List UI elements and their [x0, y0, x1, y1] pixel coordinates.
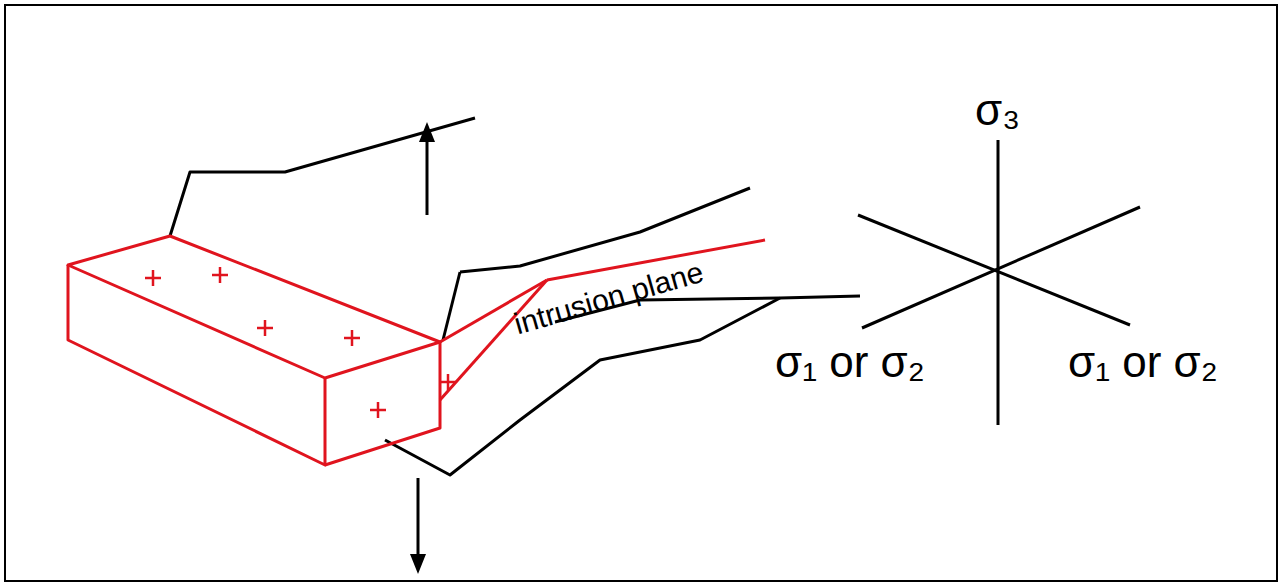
frame — [5, 5, 1277, 581]
stress-axis-label: σ₃ — [975, 88, 1020, 132]
granite-plus-signs — [145, 267, 456, 418]
intrusion-body — [68, 236, 765, 465]
host-rock — [170, 118, 860, 475]
stress-axis-label: σ₁ or σ₂ — [775, 340, 925, 384]
stress-axis-label: σ₁ or σ₂ — [1068, 340, 1218, 384]
